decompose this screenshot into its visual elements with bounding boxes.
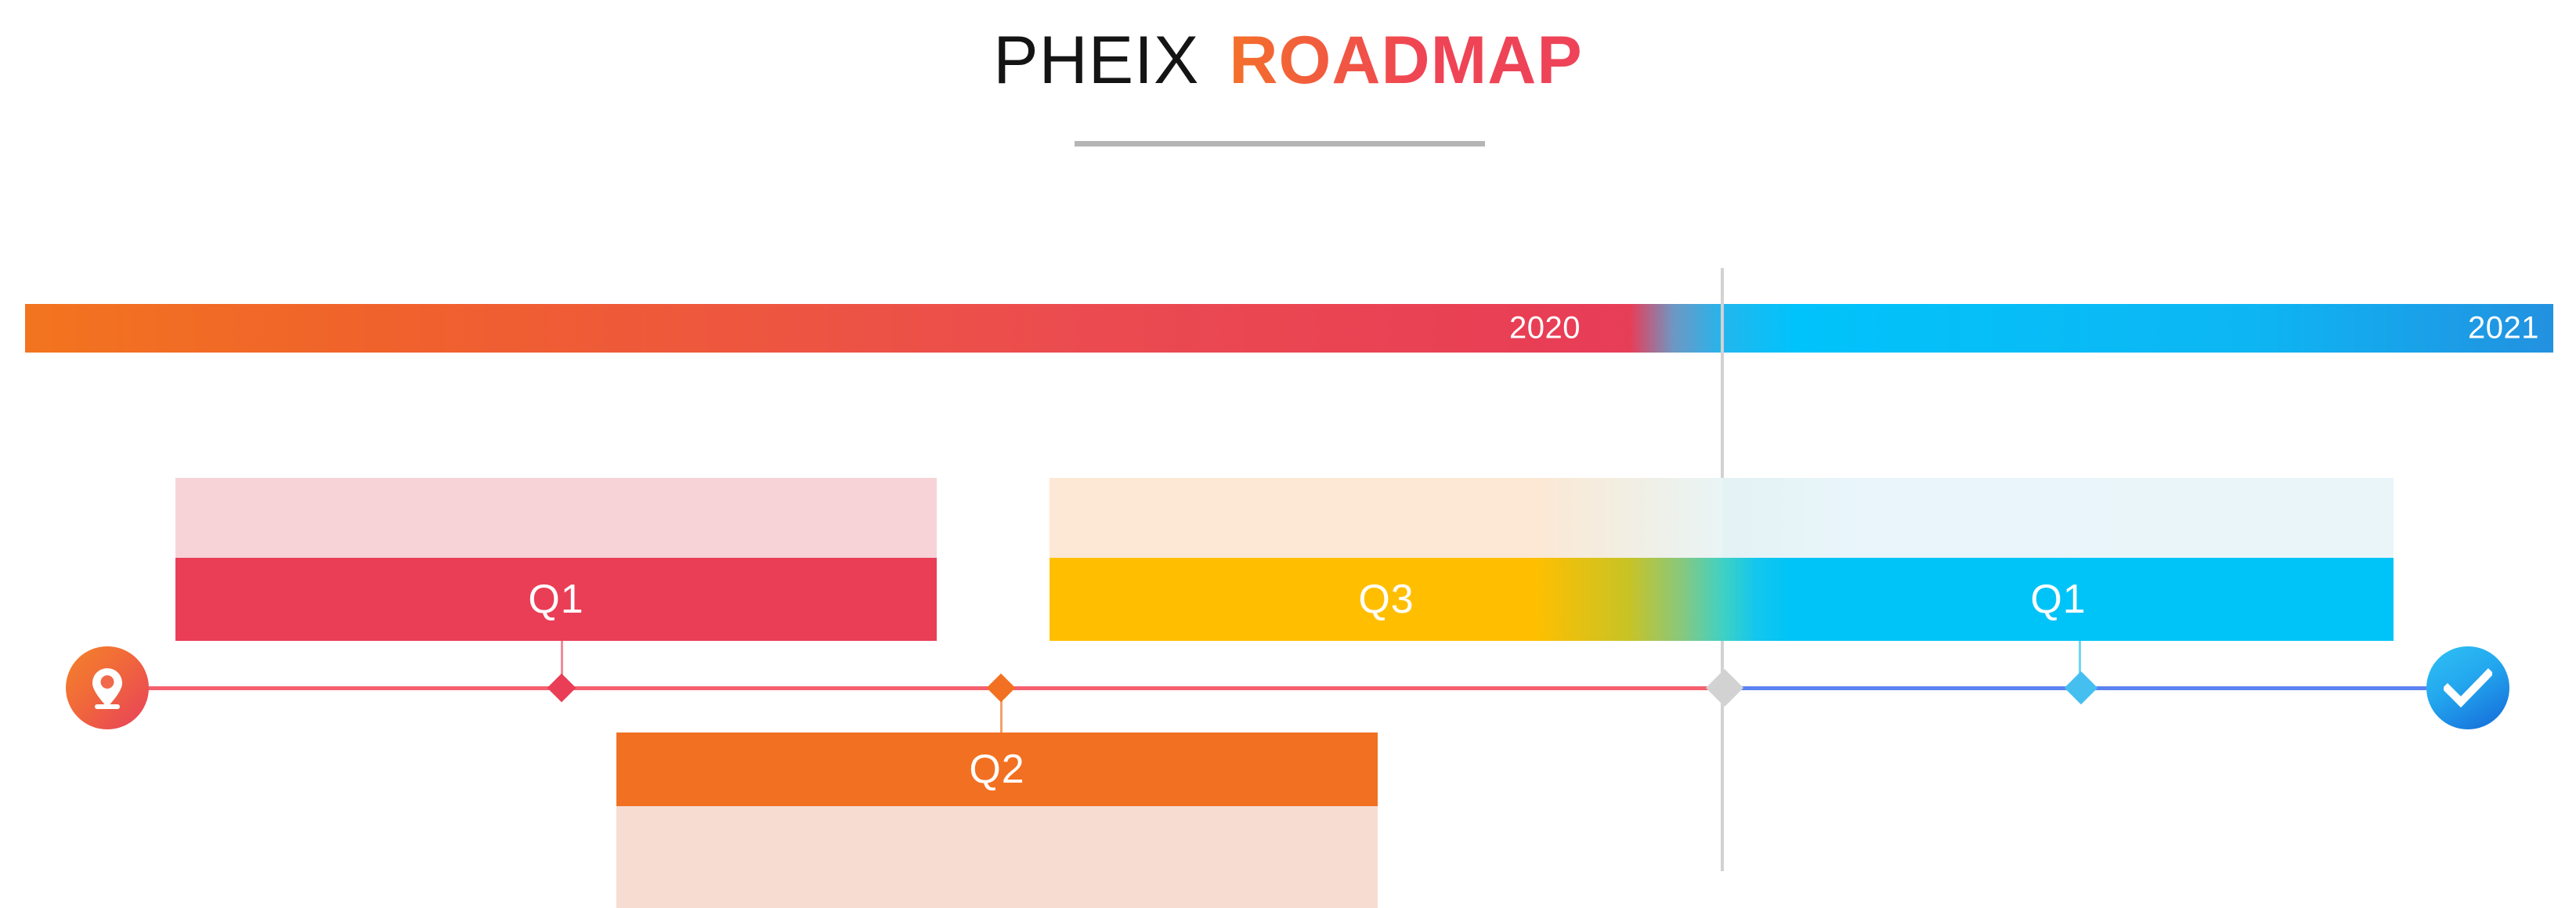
milestone-q3-2020-connector (1721, 641, 1723, 686)
milestone-q1-2020-pale (175, 478, 937, 558)
check-glyph (2444, 668, 2492, 707)
milestone-q2-2020[interactable]: Q2 (616, 733, 1378, 908)
milestone-q1-2020[interactable]: Q1 (175, 478, 937, 641)
milestone-q3-2020-label: Q3 (1358, 577, 1414, 622)
milestone-q1-2021[interactable]: Q1 (1723, 478, 2394, 641)
milestone-q1-2021-connector (2079, 641, 2081, 686)
location-pin-icon[interactable] (66, 646, 149, 729)
year-gradient-bar: 2020 2021 (25, 304, 2553, 353)
check-circle-icon[interactable] (2426, 646, 2509, 729)
milestone-q1-2021-pale (1723, 478, 2394, 558)
milestone-q1-2021-body: Q1 (1723, 558, 2394, 641)
milestone-q1-2020-label: Q1 (528, 577, 584, 622)
milestone-q1-2021-marker[interactable] (2064, 671, 2098, 705)
milestone-q1-2020-body: Q1 (175, 558, 937, 641)
timeline-axis-2020 (141, 686, 1723, 690)
milestone-q2-2020-body: Q2 (616, 733, 1378, 806)
milestone-q1-2020-connector (561, 641, 563, 686)
year-label-2020: 2020 (1509, 310, 1581, 345)
page-title: PHEIX ROADMAP (0, 22, 2576, 99)
milestone-q2-2020-marker[interactable] (986, 673, 1016, 703)
year-label-2021: 2021 (2468, 310, 2539, 345)
milestone-q3-2020[interactable]: Q3 (1050, 478, 1723, 641)
title-underline (1075, 141, 1485, 147)
milestone-q2-2020-connector (1000, 689, 1003, 735)
milestone-q3-2020-pale (1050, 478, 1723, 558)
milestone-q1-2020-marker[interactable] (547, 673, 576, 703)
pin-glyph (92, 668, 122, 709)
milestone-q3-2020-body: Q3 (1050, 558, 1723, 641)
milestone-q2-2020-label: Q2 (969, 747, 1025, 792)
milestone-q3-2020-marker[interactable] (1705, 668, 1744, 707)
milestone-q2-2020-pale (616, 806, 1378, 908)
title-brand: PHEIX (993, 23, 1200, 98)
milestone-q1-2021-label: Q1 (2030, 577, 2086, 622)
title-accent: ROADMAP (1229, 23, 1583, 98)
